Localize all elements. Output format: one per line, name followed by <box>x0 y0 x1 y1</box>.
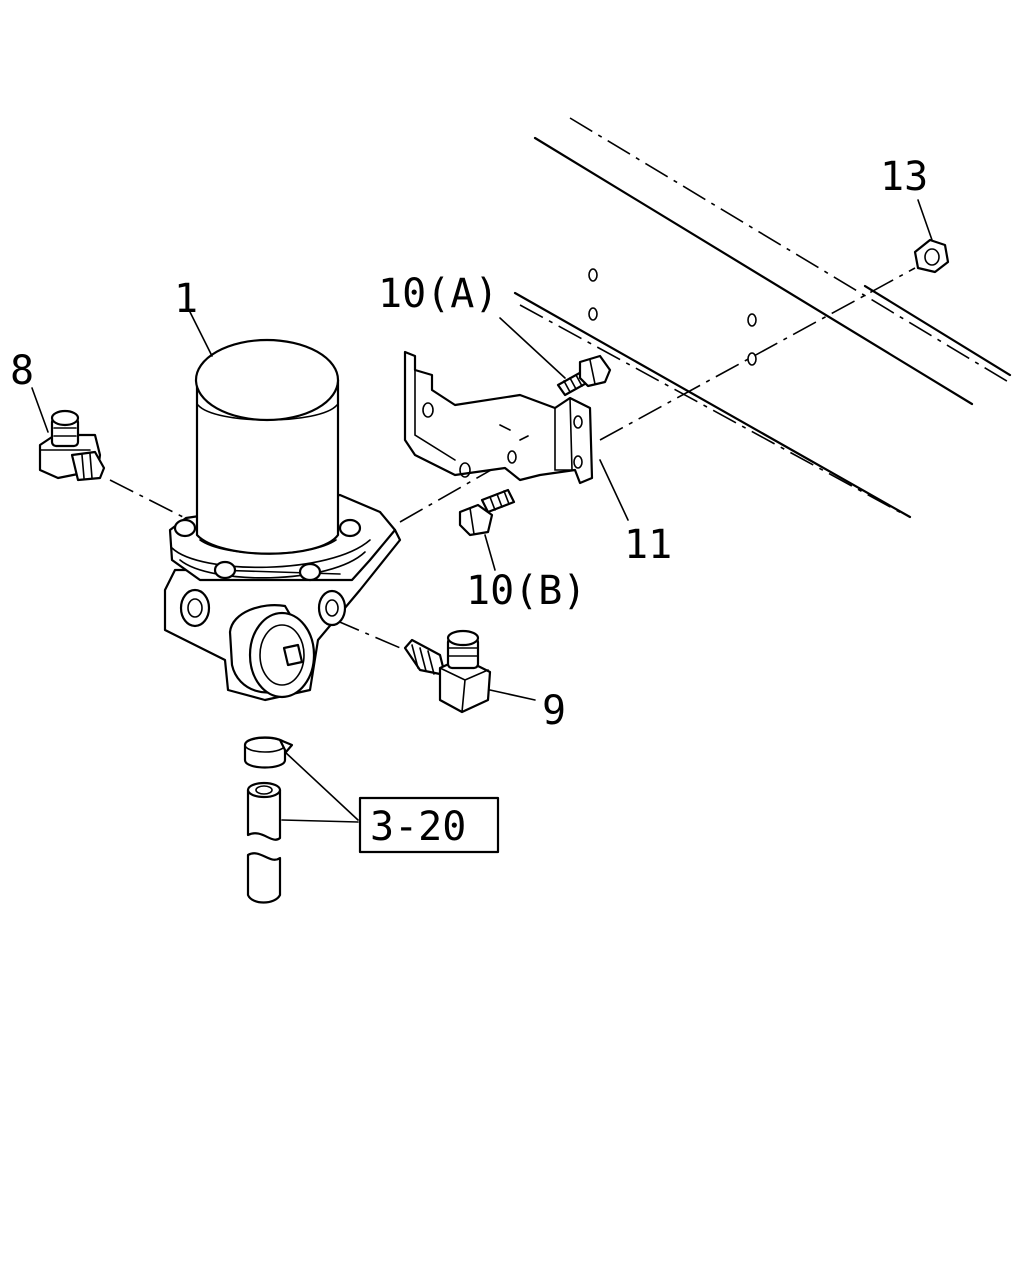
centerline-fitting-8 <box>109 479 186 519</box>
air-dryer <box>163 338 402 702</box>
fitting-8 <box>38 409 106 482</box>
centerline-nut <box>599 267 916 441</box>
bolt-10b <box>458 488 516 537</box>
callout-8: 8 <box>10 348 34 394</box>
centerline-fitting-9 <box>334 619 406 651</box>
callout-13: 13 <box>880 154 928 200</box>
callout-1: 1 <box>174 276 198 322</box>
reference-label: 3-20 <box>370 804 466 850</box>
bracket-11 <box>403 350 594 485</box>
hose-assembly <box>243 736 294 904</box>
reference-box <box>358 796 500 854</box>
callout-9: 9 <box>542 688 566 734</box>
callout-11: 11 <box>624 522 672 568</box>
callout-10a: 10(A) <box>378 271 498 317</box>
nut-13 <box>913 238 950 274</box>
leader-lines <box>31 199 933 823</box>
bolt-10a <box>556 354 612 397</box>
frame-rail <box>513 117 1012 519</box>
fitting-9 <box>403 629 492 714</box>
callout-10b: 10(B) <box>466 568 586 614</box>
